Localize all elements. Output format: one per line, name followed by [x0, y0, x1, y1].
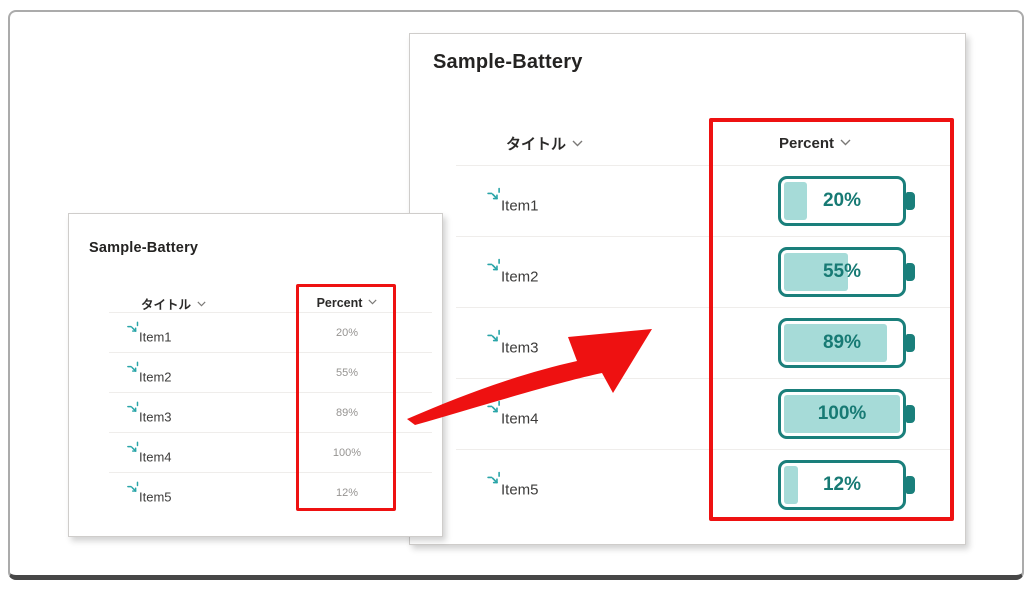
item-title-cell[interactable]: Item4: [127, 441, 172, 464]
percent-value: 12%: [335, 486, 359, 499]
battery-body: 55%: [778, 247, 915, 297]
table-row: Item2 55%: [456, 236, 953, 307]
chevron-down-icon: [572, 134, 583, 151]
new-item-sparkle-icon: [127, 481, 140, 499]
battery-percent-label: 89%: [822, 332, 862, 353]
battery-fill: [784, 324, 888, 362]
chevron-down-icon: [840, 133, 851, 150]
new-item-sparkle-icon: [127, 321, 140, 339]
item-title-cell[interactable]: Item1: [127, 321, 172, 344]
column-header-title-label: タイトル: [141, 298, 192, 312]
new-item-sparkle-icon: [127, 361, 140, 379]
battery-percent-label: 100%: [817, 403, 867, 424]
item-title: Item4: [501, 410, 539, 428]
battery-percent-label: 55%: [822, 261, 862, 282]
battery-terminal: [906, 263, 915, 281]
percent-value: 20%: [335, 326, 359, 339]
column-header-title[interactable]: タイトル: [506, 133, 583, 154]
list-rows: Item1 20% Item2 55% Item3 89%: [69, 312, 442, 512]
percent-value: 100%: [332, 446, 362, 459]
battery-terminal: [906, 405, 915, 423]
battery-fill: [784, 395, 900, 433]
battery-percent-label: 20%: [822, 190, 862, 211]
table-row: Item5 12%: [456, 449, 953, 520]
column-header-title[interactable]: タイトル: [141, 294, 206, 313]
battery-body: 20%: [778, 176, 915, 226]
new-item-sparkle-icon: [127, 441, 140, 459]
new-item-sparkle-icon: [487, 329, 502, 350]
item-title: Item3: [139, 409, 172, 424]
battery-indicator: 55%: [778, 247, 915, 297]
new-item-sparkle-icon: [487, 471, 502, 492]
list-title: Sample-Battery: [433, 51, 583, 73]
battery-indicator: 20%: [778, 176, 915, 226]
battery-body: 100%: [778, 389, 915, 439]
battery-percent-label: 12%: [822, 474, 862, 495]
item-title-cell[interactable]: Item3: [487, 329, 539, 357]
item-title: Item2: [139, 369, 172, 384]
battery-fill: [784, 466, 798, 504]
new-item-sparkle-icon: [487, 187, 502, 208]
table-row: Item3 89%: [456, 307, 953, 378]
percent-value: 89%: [335, 406, 359, 419]
item-title: Item2: [501, 268, 539, 286]
table-row: Item4 100%: [456, 378, 953, 449]
plain-list-panel: Sample-Battery タイトル Percent Item1 20% It…: [68, 213, 443, 537]
battery-indicator: 12%: [778, 460, 915, 510]
item-title-cell[interactable]: Item2: [487, 258, 539, 286]
chevron-down-icon: [368, 294, 378, 308]
battery-fill: [784, 182, 808, 220]
list-rows: Item1 20% Item2: [410, 165, 965, 520]
battery-terminal: [906, 192, 915, 210]
battery-body: 89%: [778, 318, 915, 368]
column-header-percent-label: Percent: [778, 135, 835, 152]
battery-indicator: 100%: [778, 389, 915, 439]
battery-terminal: [906, 334, 915, 352]
table-row: Item5 12%: [109, 472, 432, 512]
new-item-sparkle-icon: [487, 258, 502, 279]
percent-value: 55%: [335, 366, 359, 379]
new-item-sparkle-icon: [487, 400, 502, 421]
item-title: Item5: [139, 489, 172, 504]
item-title: Item5: [501, 481, 539, 499]
new-item-sparkle-icon: [127, 401, 140, 419]
item-title: Item1: [501, 197, 539, 215]
battery-body: 12%: [778, 460, 915, 510]
column-header-percent[interactable]: Percent: [286, 294, 408, 310]
table-row: Item4 100%: [109, 432, 432, 472]
column-header-title-label: タイトル: [506, 136, 567, 153]
column-header-percent-label: Percent: [316, 296, 363, 310]
item-title-cell[interactable]: Item3: [127, 401, 172, 424]
table-row: Item1 20%: [109, 312, 432, 352]
item-title-cell[interactable]: Item4: [487, 400, 539, 428]
item-title-cell[interactable]: Item5: [487, 471, 539, 499]
item-title: Item1: [139, 329, 172, 344]
list-title: Sample-Battery: [89, 240, 199, 256]
table-row: Item3 89%: [109, 392, 432, 432]
battery-list-panel: Sample-Battery タイトル Percent Item1 20%: [409, 33, 966, 545]
chevron-down-icon: [197, 296, 206, 310]
table-row: Item2 55%: [109, 352, 432, 392]
item-title-cell[interactable]: Item1: [487, 187, 539, 215]
item-title: Item4: [139, 449, 172, 464]
battery-indicator: 89%: [778, 318, 915, 368]
item-title-cell[interactable]: Item2: [127, 361, 172, 384]
item-title-cell[interactable]: Item5: [127, 481, 172, 504]
table-row: Item1 20%: [456, 165, 953, 236]
battery-fill: [784, 253, 848, 291]
column-header-percent[interactable]: Percent: [740, 133, 890, 152]
item-title: Item3: [501, 339, 539, 357]
battery-terminal: [906, 476, 915, 494]
